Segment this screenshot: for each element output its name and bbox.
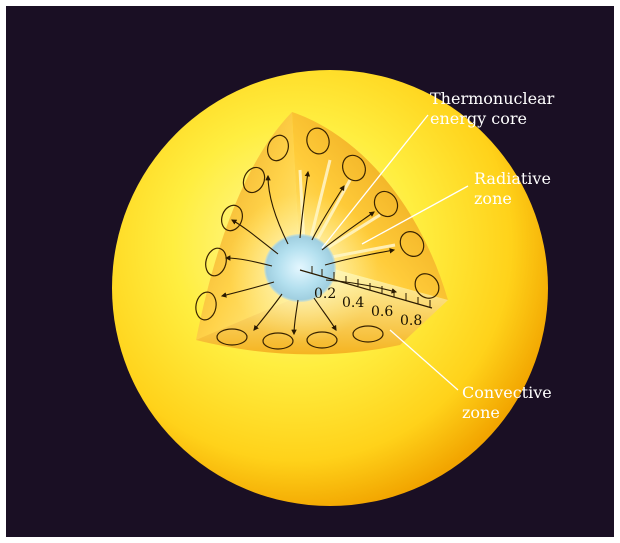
core-label-line-2: energy core (430, 109, 527, 128)
scale-tick-label: 0.6 (371, 304, 393, 320)
scale-tick-label: 0.4 (342, 295, 364, 311)
scale-tick-label: 0.2 (314, 286, 336, 302)
core-label-line-1: Thermonuclear (430, 89, 555, 108)
radiative-label-line-1: Radiative (474, 169, 551, 188)
radiative-label-line-2: zone (474, 189, 512, 208)
scale-tick-label: 0.8 (400, 313, 422, 329)
convective-label-line-2: zone (462, 403, 500, 422)
convective-label-line-1: Convective (462, 383, 552, 402)
